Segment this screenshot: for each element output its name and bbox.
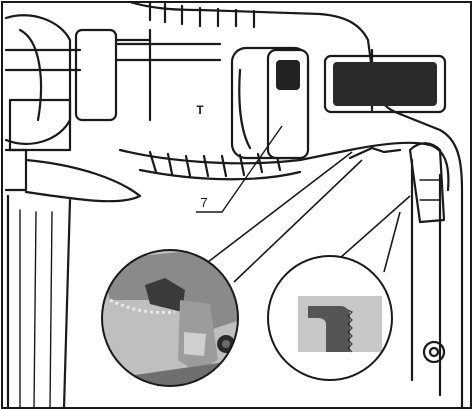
- inset-graphic-right: [267, 255, 393, 381]
- callout-7-leader: [196, 125, 283, 213]
- inset-photo-left: [101, 249, 239, 387]
- zoom-pointer-lines: [207, 151, 411, 283]
- drill-housing: [4, 0, 464, 410]
- lock-symbol: T: [282, 67, 294, 89]
- callout-7-label: 7: [200, 195, 207, 210]
- side-marking: T: [196, 103, 204, 117]
